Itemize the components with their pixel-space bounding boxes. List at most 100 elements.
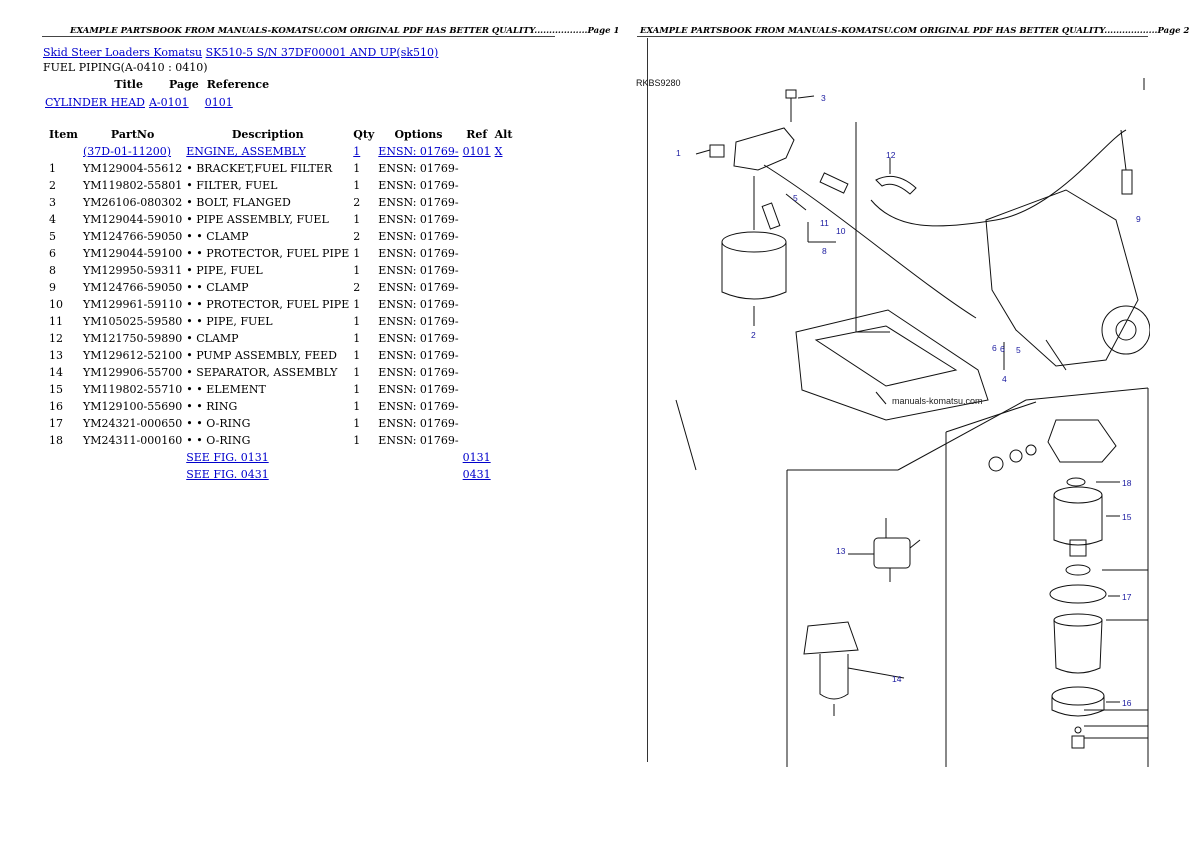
- row-description: • • O-RING: [186, 434, 251, 447]
- row-ref: [461, 381, 493, 398]
- see-fig-link[interactable]: SEE FIG. 0131: [186, 451, 269, 464]
- row-ref: [461, 330, 493, 347]
- row-options: ENSN: 01769-: [378, 315, 459, 328]
- pipe-protector-2: [819, 172, 849, 194]
- callout-6: 6: [992, 343, 997, 353]
- row-description: • • ELEMENT: [186, 383, 266, 396]
- callout-10: 10: [836, 226, 846, 236]
- row-ref: [461, 279, 493, 296]
- row-alt: [493, 177, 517, 194]
- row-alt: [493, 313, 517, 330]
- feed-pump-bracket: [909, 539, 921, 549]
- row-partno: YM121750-59890: [83, 332, 183, 345]
- row-description: • PIPE ASSEMBLY, FUEL: [186, 213, 329, 226]
- parent-description-link[interactable]: ENGINE, ASSEMBLY: [186, 145, 306, 158]
- ref-page-link[interactable]: A-0101: [148, 96, 189, 109]
- breadcrumb-link-catalog[interactable]: Skid Steer Loaders Komatsu: [43, 46, 203, 59]
- row-options: ENSN: 01769-: [378, 230, 459, 243]
- row-options: ENSN: 01769-: [378, 332, 459, 345]
- callout-15: 15: [1122, 512, 1132, 522]
- parts-diagram: RKBS9280: [636, 78, 1150, 767]
- row-partno: YM129044-59100: [83, 247, 183, 260]
- row-description: • • PIPE, FUEL: [186, 315, 273, 328]
- row-item: 9: [49, 281, 56, 294]
- parent-options-link[interactable]: ENSN: 01769-: [378, 145, 459, 158]
- drain-plug: [1071, 735, 1085, 749]
- leader-line: [695, 149, 711, 155]
- callout-8: 8: [822, 246, 827, 256]
- row-qty: 1: [353, 315, 361, 328]
- row-partno: YM129961-59110: [83, 298, 183, 311]
- row-partno: YM24311-000160: [83, 434, 183, 447]
- fuel-pipe: [763, 164, 977, 319]
- page-1-header: EXAMPLE PARTSBOOK FROM MANUALS-KOMATSU.C…: [70, 26, 620, 36]
- row-description: • PUMP ASSEMBLY, FEED: [186, 349, 338, 362]
- see-fig-ref-link[interactable]: 0131: [462, 451, 491, 464]
- o-ring-18: [1066, 477, 1086, 487]
- col-reference: Reference: [206, 78, 270, 91]
- row-options: ENSN: 01769-: [378, 179, 459, 192]
- callout-6b: 6: [1000, 344, 1005, 354]
- col-alt: Alt: [494, 128, 513, 141]
- row-alt: [493, 364, 517, 381]
- fuel-pipe-8: [870, 129, 1127, 227]
- separator-ring-3: [1025, 444, 1037, 456]
- see-fig-ref-link[interactable]: 0431: [462, 468, 491, 481]
- col-ref: Ref: [466, 128, 488, 141]
- row-options: ENSN: 01769-: [378, 383, 459, 396]
- inset-frame: [945, 401, 1037, 433]
- col-partno: PartNo: [110, 128, 155, 141]
- row-qty: 1: [353, 332, 361, 345]
- row-item: 4: [49, 213, 56, 226]
- parent-qty-link[interactable]: 1: [353, 145, 361, 158]
- parent-ref-link[interactable]: 0101: [462, 145, 491, 158]
- col-item: Item: [49, 128, 78, 141]
- row-ref: [461, 262, 493, 279]
- see-fig-row: SEE FIG. 0431 0431: [43, 466, 517, 483]
- row-alt: [493, 347, 517, 364]
- callout-5b: 5: [1016, 345, 1021, 355]
- callout-18: 18: [1122, 478, 1132, 488]
- row-alt: [493, 194, 517, 211]
- row-item: 2: [49, 179, 56, 192]
- row-options: ENSN: 01769-: [378, 281, 459, 294]
- ref-title-link[interactable]: CYLINDER HEAD: [45, 96, 145, 109]
- row-description: • • O-RING: [186, 417, 251, 430]
- row-partno: YM119802-55710: [83, 383, 183, 396]
- injection-pump: [985, 189, 1139, 367]
- bowl-body: [1053, 619, 1103, 674]
- row-alt: [493, 211, 517, 228]
- frame-line: [675, 399, 697, 471]
- row-qty: 2: [353, 196, 361, 209]
- row-partno: YM129950-59311: [83, 264, 183, 277]
- parent-alt-link[interactable]: X: [494, 145, 503, 158]
- row-options: ENSN: 01769-: [378, 298, 459, 311]
- row-options: ENSN: 01769-: [378, 366, 459, 379]
- breadcrumb-link-model[interactable]: SK510-5 S/N 37DF00001 AND UP(sk510): [205, 46, 439, 59]
- row-qty: 1: [353, 298, 361, 311]
- clamp-12: [875, 175, 917, 195]
- row-partno: YM105025-59580: [83, 315, 183, 328]
- col-description: Description: [231, 128, 304, 141]
- row-alt: [493, 330, 517, 347]
- bowl-top: [1053, 613, 1103, 627]
- row-description: • BOLT, FLANGED: [186, 196, 291, 209]
- row-alt: [493, 432, 517, 449]
- row-ref: [461, 398, 493, 415]
- see-fig-link[interactable]: SEE FIG. 0431: [186, 468, 269, 481]
- row-item: 11: [49, 315, 63, 328]
- parent-partno-link[interactable]: (37D-01-11200): [83, 145, 172, 158]
- row-item: 5: [49, 230, 56, 243]
- row-options: ENSN: 01769-: [378, 162, 459, 175]
- separator-ring: [988, 456, 1004, 472]
- ring-small: [1065, 564, 1091, 576]
- ref-reference-link[interactable]: 0101: [204, 96, 233, 109]
- row-description: • PIPE, FUEL: [186, 264, 263, 277]
